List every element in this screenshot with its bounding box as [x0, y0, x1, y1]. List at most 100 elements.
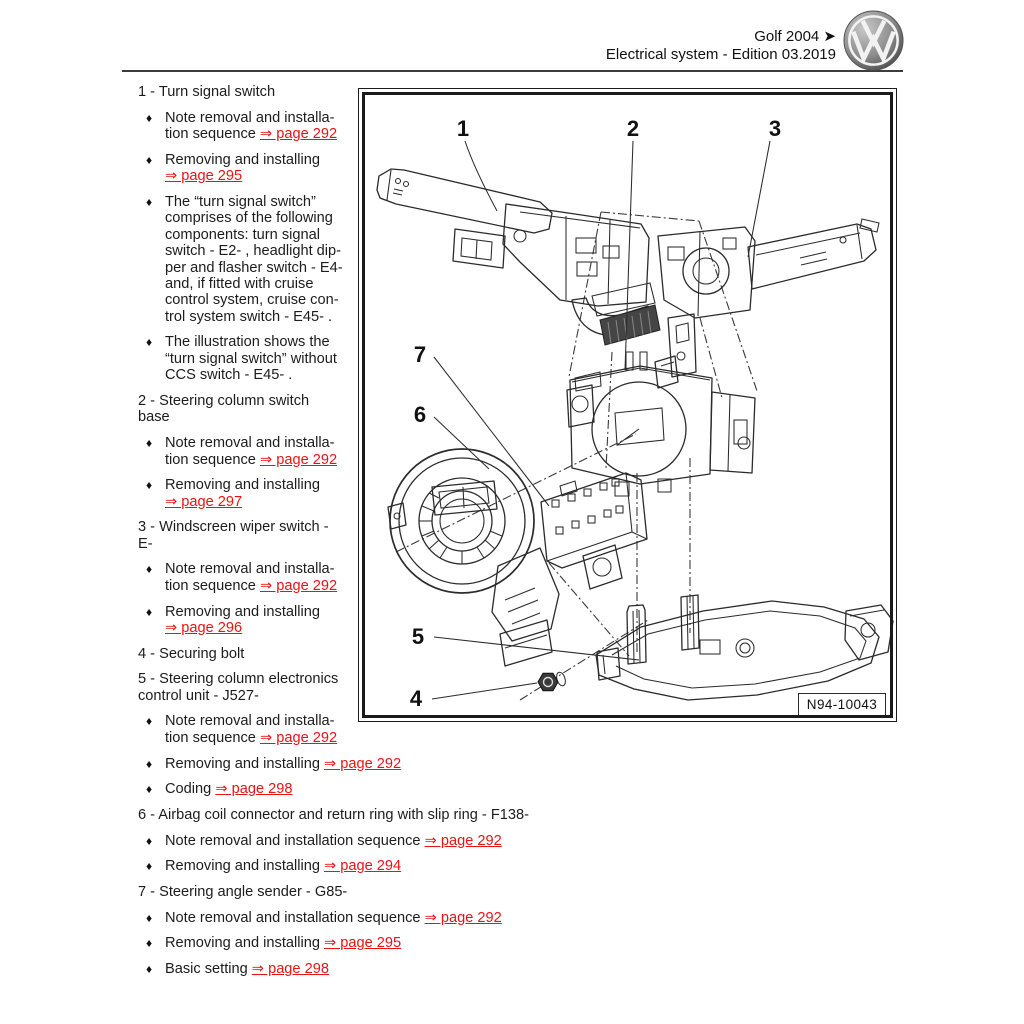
header-divider [122, 70, 903, 72]
legend-text-segment: comprises of the following [165, 210, 333, 227]
legend-text: 1 - Turn signal switch [138, 84, 275, 100]
legend-text: Removing and installing⇒ page 297 [165, 477, 320, 510]
legend-bullet-row: ♦Removing and installing ⇒ page 295 [138, 935, 908, 951]
legend-bullet-row: ♦ Coding ⇒ page 298 [138, 781, 908, 797]
page-reference-link[interactable]: ⇒ page 295 [165, 168, 243, 185]
legend-bullet-row: ♦ Note removal and installa-tion sequence… [138, 561, 908, 594]
ribbon-connector-art [599, 304, 661, 346]
legend-bullet-row: ♦ Note removal and installation sequence … [138, 910, 908, 926]
legend-text-segment: tion sequence [165, 451, 260, 468]
component-legend: 1 - Turn signal switch ♦ Note removal and … [138, 84, 908, 987]
legend-bullet-row: ♦Removing and installing⇒ page 295 [138, 152, 908, 185]
legend-text-segment: Removing and installing [165, 603, 320, 620]
page-reference-link[interactable]: ⇒ page 295 [324, 935, 402, 952]
bullet-diamond-icon: ♦ [146, 756, 153, 771]
callout-5: 5 [412, 624, 424, 649]
legend-text: The “turn signal switch”comprises of the… [165, 194, 343, 325]
exploded-diagram: 1 2 3 7 6 5 4 N94-10043 [358, 88, 897, 722]
legend-text: 4 - Securing bolt [138, 646, 244, 662]
page-reference-link[interactable]: ⇒ page 298 [251, 961, 329, 978]
legend-text-segment: Basic setting [165, 961, 252, 978]
legend-text-segment: per and flasher switch - E4- [165, 259, 343, 276]
bullet-diamond-icon: ♦ [146, 833, 153, 848]
legend-text: Note removal and installa-tion sequence … [165, 110, 337, 143]
legend-text-segment: Removing and installing [165, 477, 320, 494]
legend-item-header: 3 - Windscreen wiper switch -E- [138, 519, 908, 552]
bullet-diamond-icon: ♦ [146, 194, 153, 209]
legend-text-segment: Removing and installing [165, 935, 324, 952]
legend-text: Removing and installing⇒ page 296 [165, 604, 320, 637]
legend-text: Note removal and installation sequence ⇒… [165, 833, 502, 849]
page-reference-link[interactable]: ⇒ page 292 [424, 832, 502, 849]
legend-text: 6 - Airbag coil connector and return rin… [138, 807, 529, 823]
legend-bullet-row: ♦ Removing and installing⇒ page 296 [138, 604, 908, 637]
turn-signal-switch-art [376, 168, 661, 346]
bullet-diamond-icon: ♦ [146, 335, 153, 350]
bullet-diamond-icon: ♦ [146, 604, 153, 619]
legend-text: Note removal and installa-tion sequence … [165, 435, 337, 468]
page-reference-link[interactable]: ⇒ page 292 [424, 909, 502, 926]
legend-bullet-row: ♦Note removal and installa-tion sequence… [138, 713, 908, 746]
legend-bullet-row: ♦Removing and installing ⇒ page 292 [138, 756, 908, 772]
page-reference-link[interactable]: ⇒ page 294 [324, 858, 402, 875]
figure-ref-label: N94-10043 [798, 693, 886, 716]
legend-text-segment: Note removal and installa- [165, 435, 335, 452]
legend-text-segment: 7 - Steering angle sender - G85- [138, 884, 348, 901]
bullet-diamond-icon: ♦ [146, 714, 153, 729]
diagram-artwork: 1 2 3 7 6 5 4 [376, 116, 894, 711]
legend-text-segment: components: turn signal [165, 226, 320, 243]
legend-text-segment: “turn signal switch” without [165, 350, 337, 367]
legend-text-segment: Removing and installing [165, 858, 324, 875]
legend-text: Note removal and installa-tion sequence … [165, 561, 337, 594]
bullet-diamond-icon: ♦ [146, 782, 153, 797]
page-reference-link[interactable]: ⇒ page 292 [259, 451, 338, 468]
bullet-diamond-icon: ♦ [146, 910, 153, 925]
page-reference-link[interactable]: ⇒ page 297 [165, 493, 243, 510]
legend-item-header: 7 - Steering angle sender - G85- [138, 884, 908, 900]
legend-item-header: 6 - Airbag coil connector and return rin… [138, 807, 908, 823]
bullet-diamond-icon: ♦ [146, 110, 153, 125]
legend-text: Removing and installing ⇒ page 295 [165, 935, 401, 951]
callout-7: 7 [414, 342, 426, 367]
page-reference-link[interactable]: ⇒ page 292 [259, 577, 338, 594]
legend-bullet-row: ♦The illustration shows the“turn signal … [138, 334, 908, 383]
switch-base-art [566, 351, 756, 497]
bullet-diamond-icon: ♦ [146, 859, 153, 874]
legend-text-segment: and, if fitted with cruise [165, 275, 314, 292]
legend-bullet-row: ♦ Note removal and installation sequence … [138, 833, 908, 849]
bullet-diamond-icon: ♦ [146, 152, 153, 167]
bullet-diamond-icon: ♦ [146, 436, 153, 451]
page-reference-link[interactable]: ⇒ page 292 [324, 755, 402, 772]
legend-text-segment: 3 - Windscreen wiper switch - [138, 519, 329, 536]
legend-text-segment: 5 - Steering column electronics [138, 671, 339, 688]
legend-text-segment: Note removal and installa- [165, 561, 335, 578]
legend-text: Coding ⇒ page 298 [165, 781, 292, 797]
legend-text-segment: 4 - Securing bolt [138, 645, 245, 662]
legend-text-segment: 2 - Steering column switch [138, 392, 310, 409]
legend-text: Removing and installing ⇒ page 294 [165, 858, 401, 874]
legend-bullet-row: ♦Basic setting ⇒ page 298 [138, 961, 908, 977]
page-header: Golf 2004 ➤ Electrical system - Edition … [606, 28, 836, 63]
page-reference-link[interactable]: ⇒ page 296 [165, 619, 243, 636]
page-reference-link[interactable]: ⇒ page 292 [259, 126, 338, 143]
legend-bullet-row: ♦ Removing and installing ⇒ page 294 [138, 858, 908, 874]
callout-1: 1 [457, 116, 469, 141]
slip-ring-art [387, 448, 560, 667]
leader-lines [431, 140, 771, 700]
callout-2: 2 [627, 116, 639, 141]
legend-text-segment: Note removal and installation sequence [165, 832, 425, 849]
legend-text: 3 - Windscreen wiper switch -E- [138, 519, 329, 552]
legend-text-segment: Coding [165, 781, 216, 798]
page-reference-link[interactable]: ⇒ page 298 [215, 781, 293, 798]
legend-text-segment: Note removal and installation sequence [165, 909, 425, 926]
legend-text-segment: Note removal and installa- [165, 109, 335, 126]
legend-text: Note removal and installation sequence ⇒… [165, 910, 502, 926]
page-reference-link[interactable]: ⇒ page 292 [259, 729, 338, 746]
legend-text: 7 - Steering angle sender - G85- [138, 884, 347, 900]
bullet-diamond-icon: ♦ [146, 562, 153, 577]
callout-6: 6 [414, 402, 426, 427]
